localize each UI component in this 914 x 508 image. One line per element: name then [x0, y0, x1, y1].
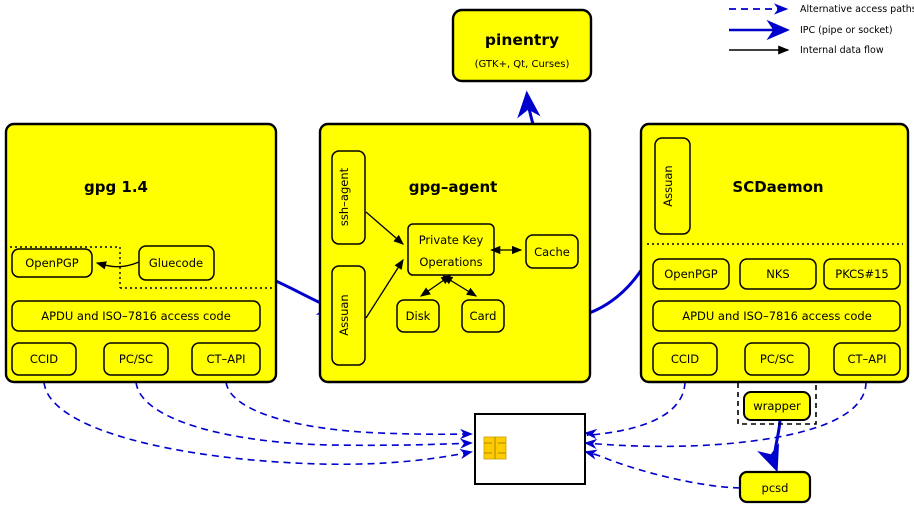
label-ccid-gpg: CCID — [30, 352, 58, 366]
box-pcsc-scd[interactable] — [744, 342, 810, 376]
flow-pko-to-disk — [419, 274, 452, 297]
wrapper-dashed-region — [737, 381, 817, 425]
label-assuan-agent: Assuan — [337, 294, 351, 335]
label-card: Card — [470, 309, 497, 323]
pinentry-subtitle: (GTK+, Qt, Curses) — [475, 59, 570, 70]
box-ctapi-gpg[interactable] — [191, 342, 261, 376]
box-apdu-scd[interactable] — [652, 300, 901, 332]
label-ssh-agent: ssh–agent — [337, 167, 351, 226]
label-wrapper: wrapper — [753, 399, 801, 413]
label-operations: Operations — [419, 255, 482, 269]
box-ssh-agent[interactable] — [331, 150, 366, 245]
box-nks[interactable] — [739, 258, 817, 290]
label-ctapi-gpg: CT–API — [207, 352, 246, 366]
label-pkcs15: PKCS#15 — [835, 267, 888, 281]
box-apdu-gpg[interactable] — [11, 300, 261, 332]
label-pcsd: pcsd — [762, 481, 789, 495]
flow-assuan-to-pko — [365, 258, 404, 319]
flow-ssh-agent-to-pko — [365, 211, 404, 245]
label-disk: Disk — [406, 309, 431, 323]
label-ccid-scd: CCID — [671, 352, 699, 366]
legend-label-alt-paths: Alternative access paths — [800, 4, 914, 15]
box-gluecode[interactable] — [138, 245, 215, 281]
box-pkcs15[interactable] — [823, 258, 901, 290]
legend-label-ipc: IPC (pipe or socket) — [800, 25, 893, 36]
label-pcsc-scd: PC/SC — [760, 352, 794, 366]
panel-title-gpgagent: gpg–agent — [409, 178, 498, 196]
flow-pko-to-card — [442, 275, 478, 297]
alt-path-gpg-ctapi-to-card — [225, 381, 473, 440]
label-assuan-scd: Assuan — [661, 165, 675, 206]
box-ctapi-scd[interactable] — [833, 342, 901, 376]
label-cache: Cache — [534, 245, 570, 259]
legend-label-internal-flow: Internal data flow — [800, 45, 884, 56]
label-ctapi-scd: CT–API — [848, 352, 887, 366]
box-ccid-gpg[interactable] — [11, 342, 77, 376]
box-wrapper[interactable] — [743, 391, 811, 421]
panel-title-gpg14: gpg 1.4 — [84, 178, 148, 196]
label-pcsc-gpg: PC/SC — [119, 352, 153, 366]
gpg14-dotted-region — [10, 246, 276, 289]
box-assuan-agent[interactable] — [331, 265, 366, 366]
box-openpgp-scd[interactable] — [652, 258, 730, 290]
box-card[interactable] — [461, 299, 505, 333]
smartcard-chip-icon — [483, 436, 507, 460]
label-gluecode: Gluecode — [149, 256, 203, 270]
label-private-key: Private Key — [419, 233, 484, 247]
label-apdu-scd: APDU and ISO–7816 access code — [682, 309, 872, 323]
box-openpgp-gpg[interactable] — [11, 248, 93, 278]
pinentry-box[interactable] — [451, 8, 593, 83]
label-nks: NKS — [766, 267, 789, 281]
label-openpgp-gpg: OpenPGP — [25, 256, 79, 270]
alt-path-scd-ctapi-to-card — [584, 381, 867, 450]
alt-path-gpg-pcsc-to-card — [135, 381, 473, 449]
label-openpgp-scd: OpenPGP — [664, 267, 718, 281]
pinentry-title: pinentry — [485, 31, 559, 49]
box-cache[interactable] — [525, 234, 579, 269]
flow-gluecode-to-openpgp — [95, 261, 140, 270]
label-apdu-gpg: APDU and ISO–7816 access code — [41, 309, 231, 323]
box-disk[interactable] — [396, 299, 440, 333]
alt-path-gpg-ccid-to-card — [43, 381, 473, 466]
alt-path-scd-ccid-to-card — [584, 381, 686, 440]
panel-title-scdaemon: SCDaemon — [732, 178, 823, 196]
box-ccid-scd[interactable] — [652, 342, 718, 376]
box-assuan-scd[interactable] — [654, 137, 691, 235]
box-pcsc-gpg[interactable] — [103, 342, 169, 376]
